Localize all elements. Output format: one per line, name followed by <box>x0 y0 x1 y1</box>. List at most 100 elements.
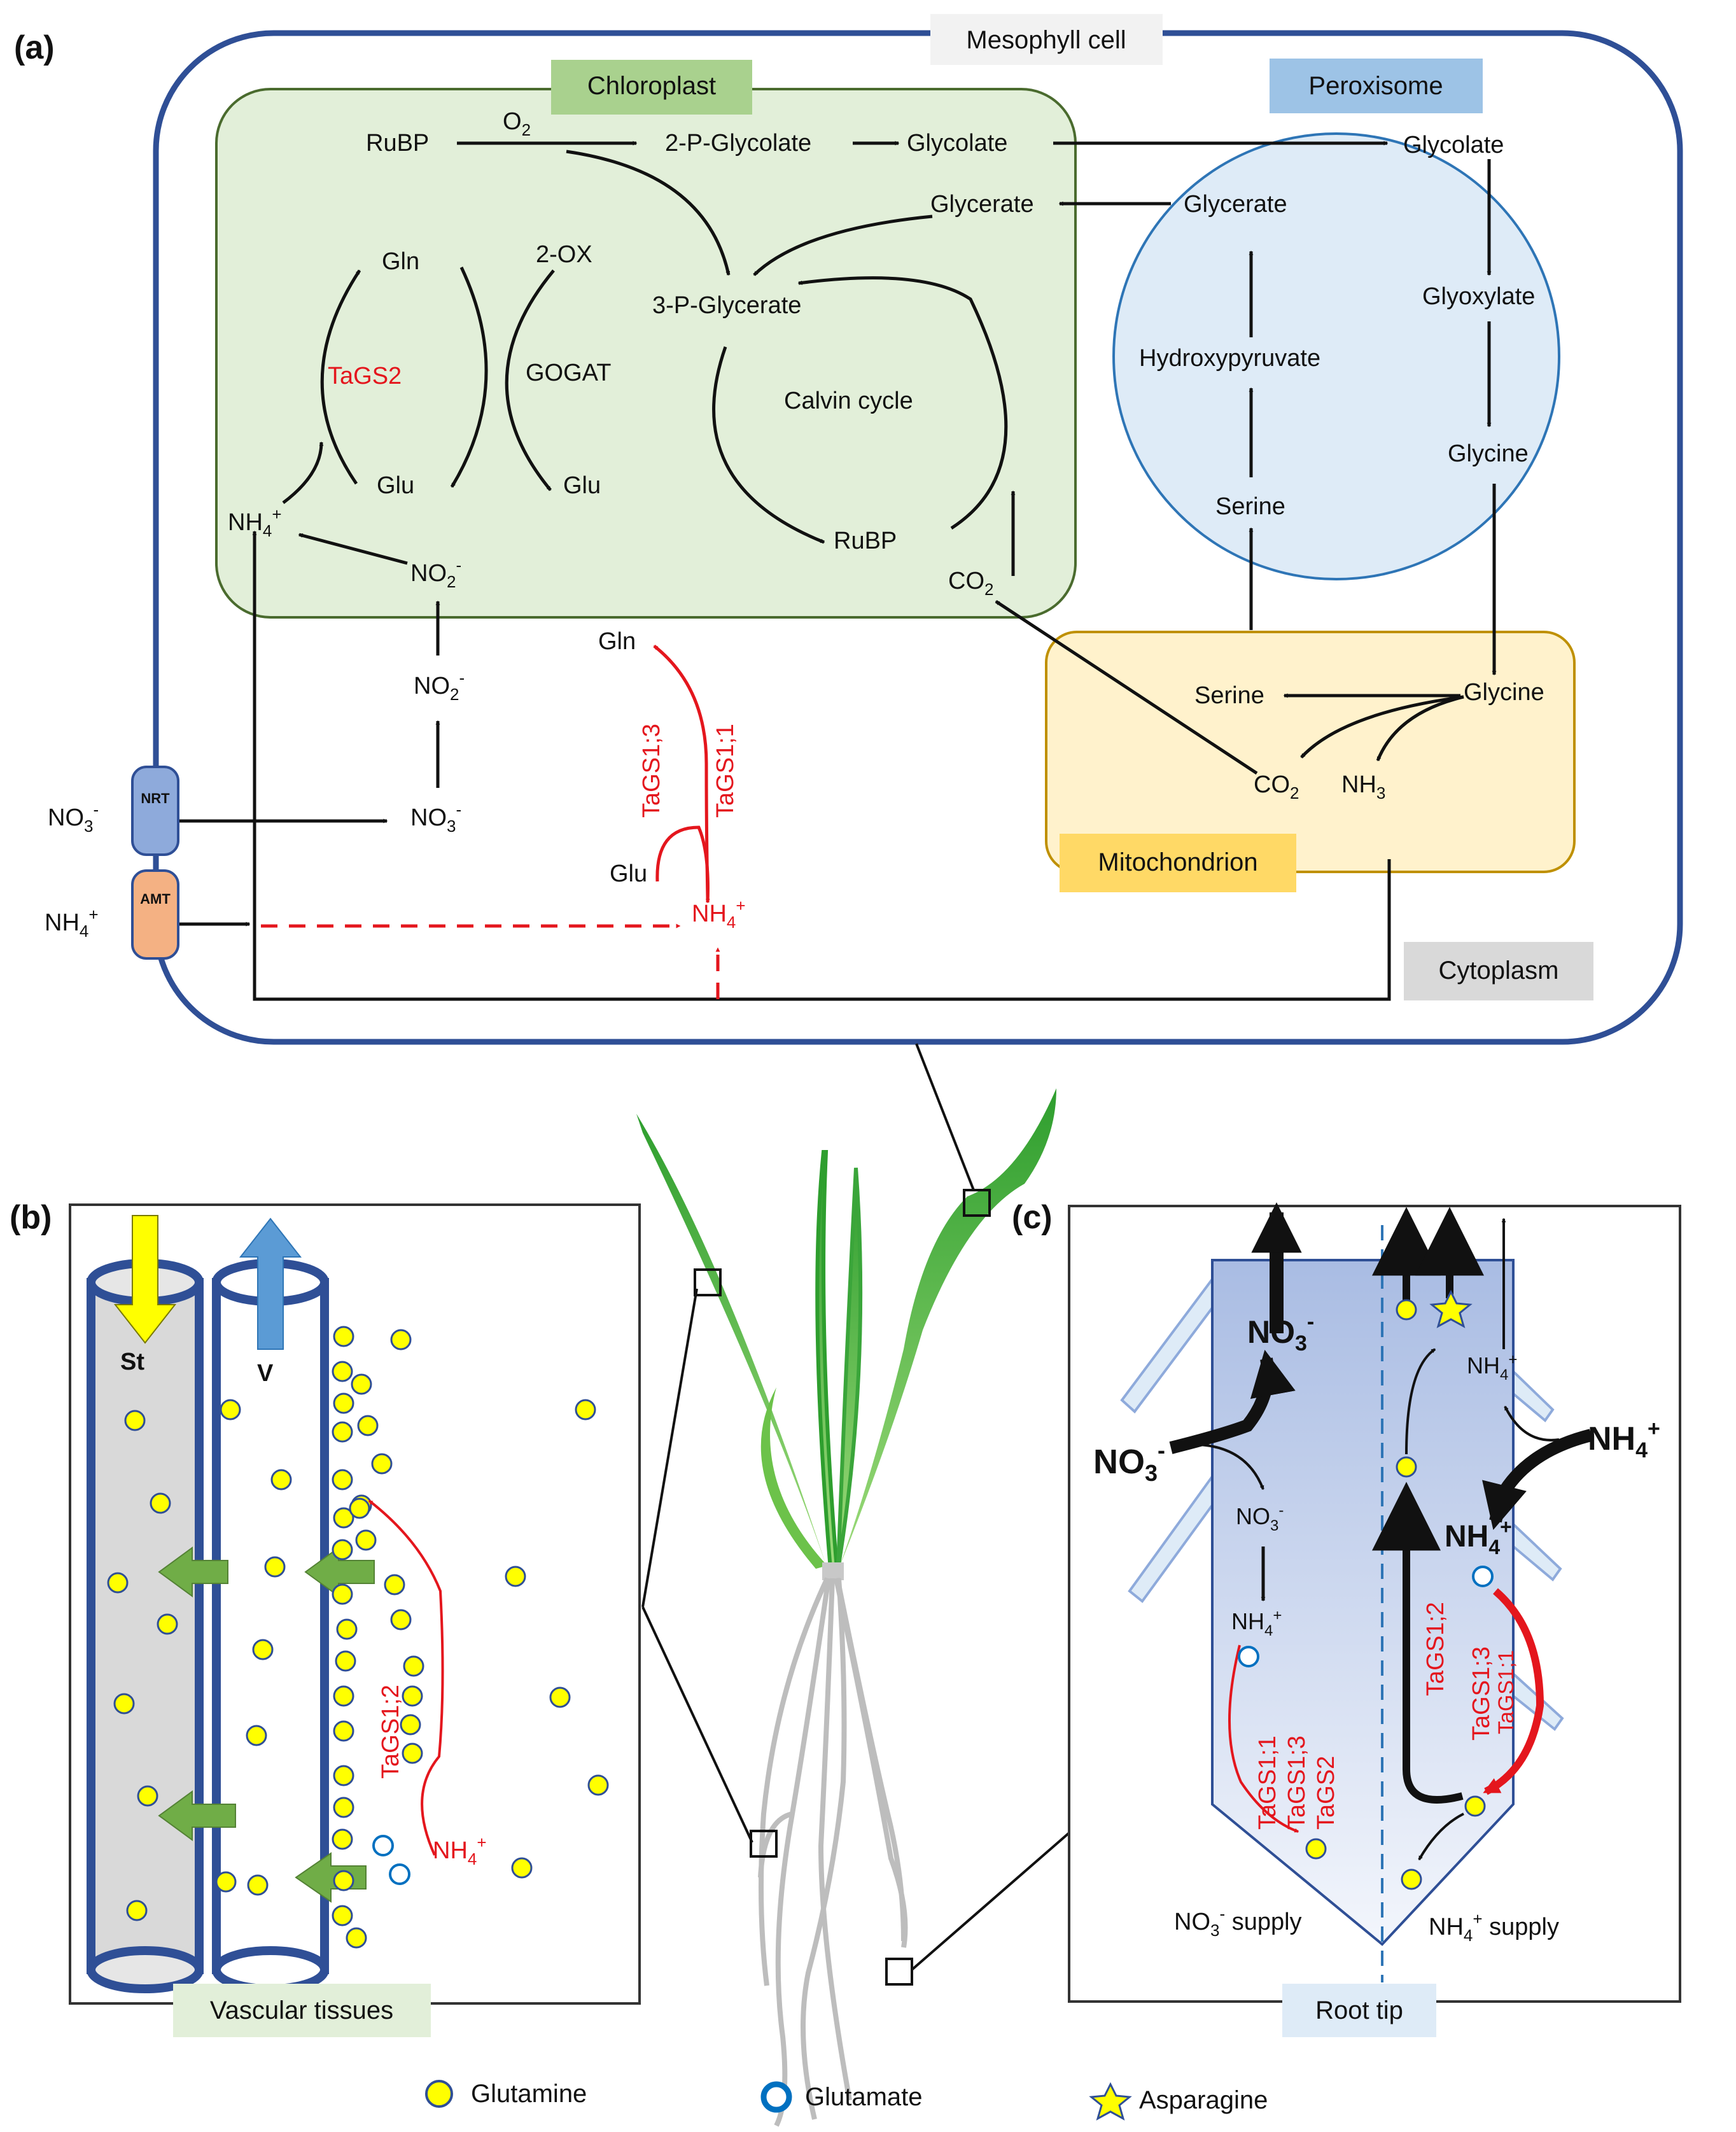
p-glycolate: 2-P-Glycolate <box>665 130 811 157</box>
gln-small-upward-arrow <box>1405 1348 1436 1455</box>
glu-left-chloroplast: Glu <box>377 472 414 499</box>
glu-right-chloroplast: Glu <box>563 472 601 499</box>
no3-external: NO3- <box>48 800 99 836</box>
mesophyll-cell-label: Mesophyll cell <box>966 26 1126 54</box>
nh4-left: NH4+ <box>1231 1607 1282 1639</box>
left-gene-1: TaGS1;1 <box>1254 1736 1281 1830</box>
no3-small: NO3- <box>1236 1502 1284 1534</box>
peroxisome-label-box <box>1270 59 1483 113</box>
tags1-2-arrow-b <box>368 1499 444 1856</box>
co2-mitochondrion: CO2 <box>1254 771 1299 803</box>
nh4-uptake-arrow <box>1482 1429 1593 1530</box>
amt-label: AMT <box>140 891 171 907</box>
no3-cytoplasm: NO3- <box>410 800 461 836</box>
glycerate-chloroplast: Glycerate <box>930 191 1034 218</box>
nh4-small-right: NH4+ <box>1467 1351 1517 1384</box>
panel-c: (c) NO3- NO3- NO3- NH4+ TaGS1;1 TaGS1;3 … <box>1012 1199 1681 2037</box>
vascular-tissues-label-box <box>173 1984 431 2037</box>
glycine-peroxisome: Glycine <box>1448 440 1529 467</box>
nh4-chloroplast: NH4+ <box>228 505 282 540</box>
glyoxylate: Glyoxylate <box>1422 283 1535 310</box>
zoom-line-leaf <box>915 1043 975 1191</box>
zoom-box-stem <box>750 1830 778 1858</box>
tags1-2-label-b: TaGS1;2 <box>377 1685 404 1779</box>
tags1-1-cytoplasm: TaGS1;1 <box>712 724 739 818</box>
peroxisome <box>1112 132 1560 580</box>
gln-cytoplasm: Gln <box>598 628 636 655</box>
right-gene-inner-1: TaGS1;3 <box>1468 1646 1495 1741</box>
nh4-label-b: NH4+ <box>433 1833 487 1869</box>
glutamate-dots <box>372 1835 410 1885</box>
mesophyll-cell-label-box <box>930 14 1163 65</box>
panel-b-tag: (b) <box>10 1199 52 1236</box>
panel-c-tag: (c) <box>1012 1199 1053 1236</box>
zoom-line-c <box>911 1832 1070 1971</box>
panel-a-tag: (a) <box>14 29 55 66</box>
glycine-mitochondrion: Glycine <box>1464 679 1544 706</box>
peroxisome-metabolites: Glycolate Glyoxylate Glycine Glycerate H… <box>1139 132 1535 520</box>
mitochondrion-metabolites: Serine Glycine CO2 NH3 <box>1194 679 1544 803</box>
vessel-label: V <box>257 1360 274 1387</box>
legend-glutamate-swatch <box>760 2081 792 2113</box>
sieve-tube <box>87 1278 204 1974</box>
gln-upward-arrow <box>1372 1482 1464 1804</box>
legend-asparagine: Asparagine <box>1139 2086 1268 2114</box>
amt-transporter <box>131 869 179 960</box>
vascular-tissues-label: Vascular tissues <box>210 1996 393 2024</box>
root-tip-label: Root tip <box>1315 1996 1403 2024</box>
legend-glutamine-swatch <box>425 2080 453 2108</box>
rubp-top: RuBP <box>366 130 429 157</box>
zoom-box-root-tip <box>885 1958 913 1986</box>
calvin-cycle-label: Calvin cycle <box>784 388 913 414</box>
nrt-transporter <box>131 766 179 856</box>
glycolate-peroxisome: Glycolate <box>1403 132 1504 158</box>
tags1-3-cytoplasm: TaGS1;3 <box>638 724 665 818</box>
serine-peroxisome: Serine <box>1215 493 1285 520</box>
panel-a-arrows <box>179 141 1497 1001</box>
left-gene-2: TaGS1;3 <box>1284 1736 1310 1830</box>
no3-supply-label: NO3- supply <box>1174 1904 1302 1940</box>
glu-cytoplasm: Glu <box>610 860 647 887</box>
legend-glutamate: Glutamate <box>805 2083 923 2111</box>
panel-c-glutamate-dots <box>1238 1566 1494 1667</box>
cytoplasm-label-box <box>1404 942 1593 1000</box>
gln-chloroplast: Gln <box>382 248 419 275</box>
no3-side: NO3- NO3- NO3- NH4+ TaGS1;1 TaGS1;3 TaGS… <box>1093 1202 1340 1940</box>
xylem-arrow-up <box>239 1217 302 1350</box>
nh4-side: NH4+ NH4+ NH4+ TaGS1;2 TaGS1;3 TaGS1;1 N… <box>1372 1207 1660 1945</box>
no3-big-outer: NO3- <box>1093 1437 1165 1486</box>
no3-to-small-arrow <box>1199 1443 1264 1490</box>
no2-cytoplasm: NO2- <box>414 668 465 704</box>
cytoplasm-label: Cytoplasm <box>1439 957 1559 985</box>
serine-mitochondrion: Serine <box>1194 682 1264 709</box>
sieve-tube-bottom <box>87 1946 204 1993</box>
xylem-vessel-bottom <box>212 1946 329 1993</box>
chloroplast-label-box <box>551 60 752 115</box>
mitochondrion <box>1045 631 1576 873</box>
peroxisome-label: Peroxisome <box>1308 72 1443 100</box>
right-gene-outer: TaGS1;2 <box>1422 1602 1449 1696</box>
mitochondrion-label: Mitochondrion <box>1098 848 1257 876</box>
o2-label: O2 <box>503 108 531 139</box>
gln-downward-arrow <box>1418 1813 1464 1861</box>
right-gene-inner-2: TaGS1;1 <box>1494 1650 1518 1734</box>
root-tip-label-box <box>1282 1984 1436 2037</box>
zoom-box-leaf-vascular <box>694 1268 722 1296</box>
wheat-seedling <box>636 1088 1070 2127</box>
legend-asparagine-swatch <box>1089 2082 1132 2121</box>
left-gs-arrow <box>1228 1645 1299 1833</box>
hydroxypyruvate: Hydroxypyruvate <box>1139 345 1320 372</box>
seedling-crown <box>822 1562 844 1580</box>
panel-c-glutamine-dots <box>1305 1299 1486 1890</box>
seedling-roots <box>758 1577 908 2127</box>
p-glycerate: 3-P-Glycerate <box>652 292 801 319</box>
nh4-external: NH4+ <box>45 905 99 941</box>
panel-a-red-arrows <box>261 645 720 999</box>
right-gs-arrow <box>1483 1588 1544 1795</box>
panel-a: (a) Mesophyll cell Chloroplast Peroxisom… <box>14 14 1683 1191</box>
glycerate-peroxisome: Glycerate <box>1184 191 1287 218</box>
legend: Glutamine Glutamate Asparagine <box>425 2080 1268 2121</box>
nh4-supply-label: NH4+ supply <box>1429 1909 1559 1945</box>
rubp-bottom: RuBP <box>834 528 897 554</box>
